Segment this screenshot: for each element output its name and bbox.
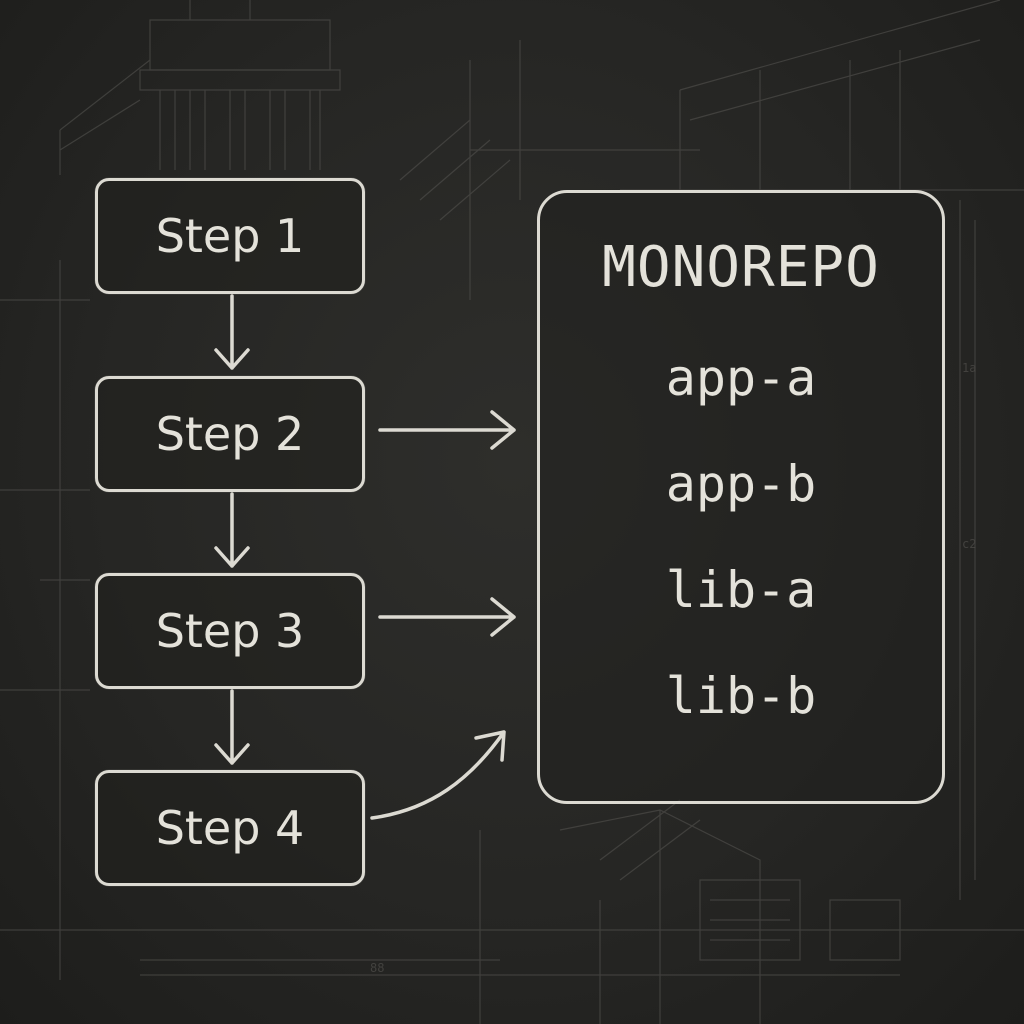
arrow-step2-to-step3 bbox=[214, 492, 250, 568]
arrow-step1-to-step2 bbox=[214, 294, 250, 370]
package-lib-b: lib-b bbox=[665, 667, 817, 725]
step-2-label: Step 2 bbox=[155, 407, 305, 461]
step-3-label: Step 3 bbox=[155, 604, 305, 658]
package-app-b: app-b bbox=[665, 455, 817, 513]
package-app-a: app-a bbox=[665, 349, 817, 407]
svg-text:1a: 1a bbox=[962, 361, 976, 375]
step-3-box: Step 3 bbox=[95, 573, 365, 689]
step-2-box: Step 2 bbox=[95, 376, 365, 492]
arrow-step3-to-monorepo bbox=[378, 597, 516, 637]
svg-text:88: 88 bbox=[370, 961, 384, 975]
step-4-label: Step 4 bbox=[155, 801, 305, 855]
monorepo-panel: MONOREPO app-a app-b lib-a lib-b bbox=[537, 190, 945, 804]
arrow-step3-to-step4 bbox=[214, 689, 250, 765]
step-4-box: Step 4 bbox=[95, 770, 365, 886]
package-lib-a: lib-a bbox=[665, 561, 817, 619]
arrow-step2-to-monorepo bbox=[378, 410, 516, 450]
step-1-label: Step 1 bbox=[155, 209, 305, 263]
step-1-box: Step 1 bbox=[95, 178, 365, 294]
arrow-step4-to-monorepo bbox=[370, 730, 506, 820]
svg-text:c2: c2 bbox=[962, 537, 976, 551]
monorepo-title: MONOREPO bbox=[602, 235, 880, 300]
